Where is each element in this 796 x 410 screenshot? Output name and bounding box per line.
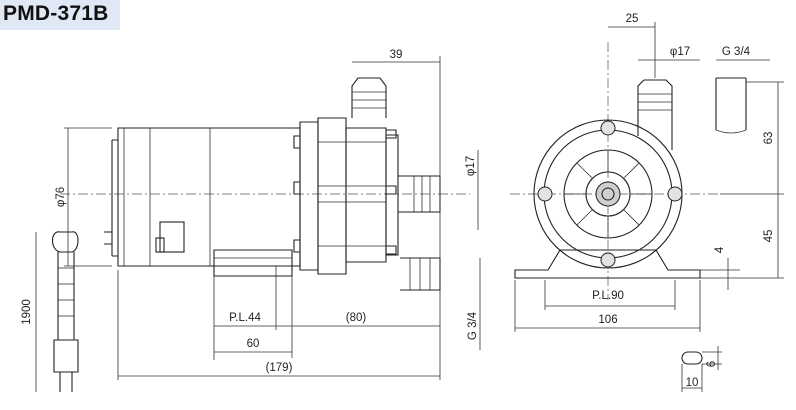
dim-63: 63	[763, 132, 775, 145]
dim-25: 25	[626, 13, 639, 25]
dim-39: 39	[390, 49, 403, 61]
dim-g34-top: G 3/4	[722, 46, 751, 58]
front-view	[510, 42, 747, 365]
dim-4: 4	[714, 246, 726, 253]
dim-10: 10	[686, 377, 699, 389]
dim-179: (179)	[266, 362, 293, 374]
dim-phi17-top: φ17	[670, 46, 690, 58]
side-view	[60, 77, 470, 291]
dim-6: 6	[706, 361, 718, 367]
dim-60: 60	[247, 338, 260, 350]
dim-pl90: P.L.90	[592, 290, 624, 302]
dim-80: (80)	[346, 312, 367, 324]
model-title: PMD-371B	[3, 2, 109, 25]
dim-g34-bottom: G 3/4	[467, 311, 479, 340]
dimension-labels: 39 25 φ17 G 3/4 φ76 φ17 63 45 4 1900 G 3…	[21, 13, 775, 389]
dim-phi76: φ76	[55, 187, 67, 207]
dim-45: 45	[763, 230, 775, 243]
title-bar: PMD-371B	[0, 0, 120, 30]
power-cord	[51, 231, 79, 392]
dim-1900: 1900	[21, 299, 33, 325]
dim-phi17-side: φ17	[465, 156, 477, 176]
dimension-lines	[35, 22, 784, 392]
dim-106: 106	[598, 314, 617, 326]
dim-pl44: P.L.44	[229, 312, 261, 324]
